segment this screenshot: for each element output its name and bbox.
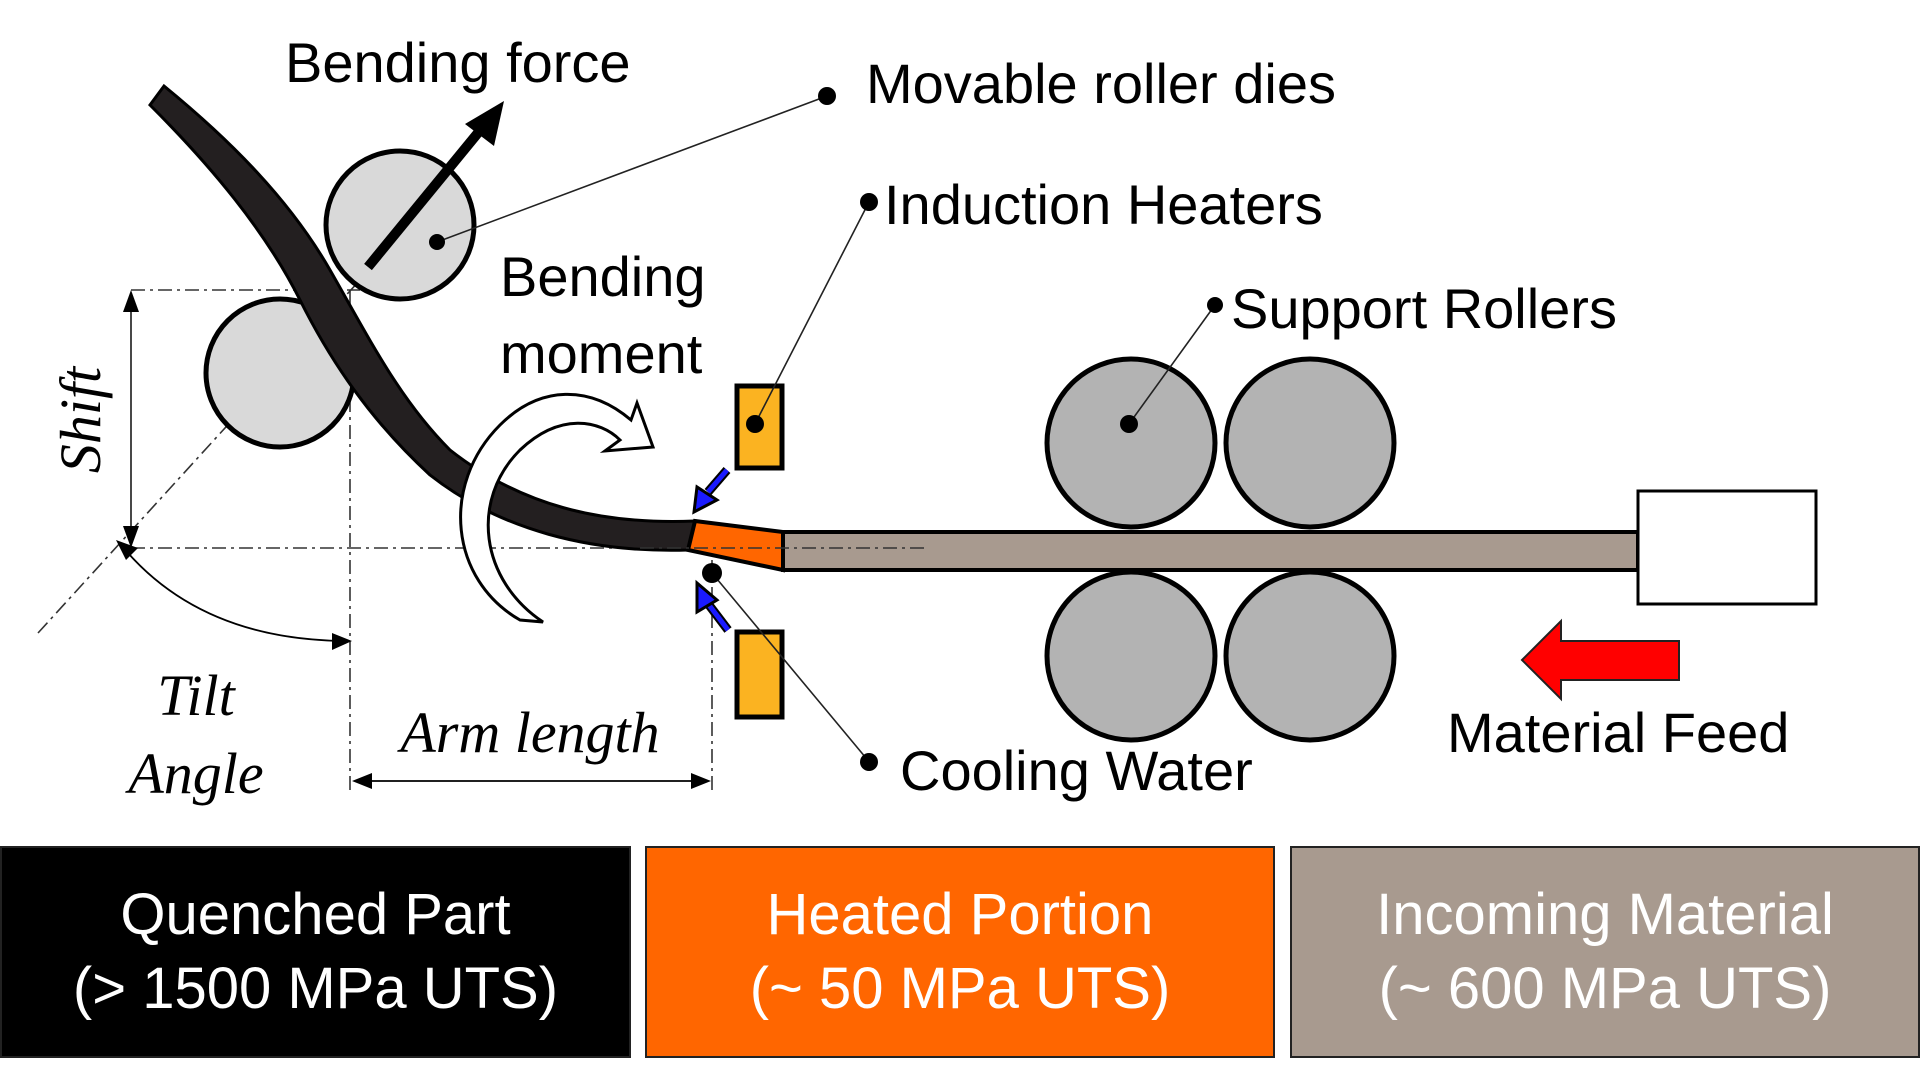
legend-subtitle: (~ 50 MPa UTS) — [749, 956, 1171, 1021]
cooling-water-arrow-bottom-icon — [695, 579, 732, 633]
bending-force-label: Bending force — [285, 31, 631, 94]
legend-title: Incoming Material — [1376, 882, 1834, 947]
material-feed-label: Material Feed — [1447, 701, 1789, 764]
heated-portion — [685, 518, 785, 573]
support-roller-top-left — [1044, 356, 1218, 530]
feed-unit-box — [1636, 489, 1818, 606]
movable-roller-dies-label: Movable roller dies — [866, 52, 1336, 115]
induction-heater-bottom — [734, 629, 785, 720]
cooling-water-label: Cooling Water — [900, 739, 1253, 802]
legend-title: Heated Portion — [766, 882, 1154, 947]
legend-heated-portion: Heated Portion (~ 50 MPa UTS) — [645, 846, 1275, 1058]
induction-heater-top — [734, 383, 785, 471]
shift-dimension: Shift — [48, 290, 139, 548]
induction-heaters-label: Induction Heaters — [884, 173, 1323, 236]
bending-moment-label-line1: Bending — [500, 245, 706, 308]
leader-lines — [429, 87, 1223, 771]
material-feed-arrow-icon — [1520, 618, 1680, 702]
support-roller-top-right — [1223, 356, 1397, 530]
arm-length-dimension: Arm length — [352, 700, 711, 789]
tilt-label-line2: Angle — [124, 741, 263, 806]
arm-length-label: Arm length — [396, 700, 659, 765]
support-roller-bottom-right — [1223, 569, 1397, 743]
tilt-label-line1: Tilt — [157, 663, 236, 728]
bending-force-arrow-icon — [364, 101, 504, 271]
legend-subtitle: (~ 600 MPa UTS) — [1378, 956, 1832, 1021]
support-rollers-label: Support Rollers — [1231, 277, 1617, 340]
legend-incoming-material: Incoming Material (~ 600 MPa UTS) — [1290, 846, 1920, 1058]
legend-subtitle: (> 1500 MPa UTS) — [72, 956, 559, 1021]
incoming-material-bar — [781, 530, 1640, 572]
tilt-angle-dimension: Tilt Angle — [116, 540, 352, 806]
cooling-water-arrow-top-icon — [692, 467, 731, 515]
support-roller-bottom-left — [1044, 569, 1218, 743]
bending-moment-label-line2: moment — [500, 322, 703, 385]
bending-moment-arrow-icon — [459, 392, 656, 624]
shift-label: Shift — [48, 365, 113, 473]
legend-quenched-part: Quenched Part (> 1500 MPa UTS) — [0, 846, 631, 1058]
legend-title: Quenched Part — [120, 882, 511, 947]
